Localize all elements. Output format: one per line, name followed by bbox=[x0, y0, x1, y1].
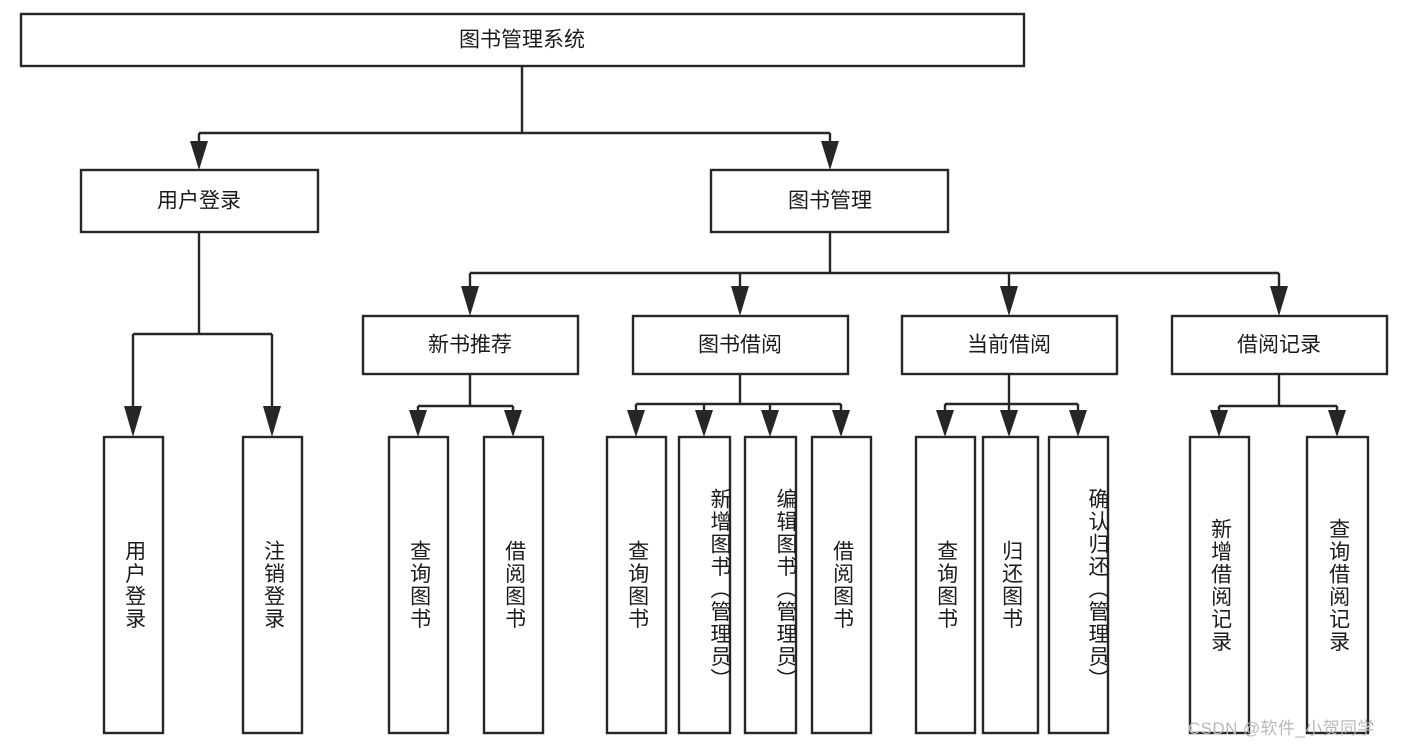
arrowhead-cb-3 bbox=[1069, 410, 1087, 437]
leaf-box-cb-return-book[interactable] bbox=[981, 435, 1040, 735]
leaf-box-bb-add-book[interactable] bbox=[677, 435, 732, 735]
leaf-box-cb-query-book[interactable] bbox=[914, 435, 977, 735]
current-borrow-label: 当前借阅 bbox=[967, 334, 1051, 357]
arrowhead-cb-2 bbox=[1000, 410, 1018, 437]
arrowhead-bb-3 bbox=[761, 410, 779, 437]
arrowhead-bb-2 bbox=[695, 410, 713, 437]
leaf-box-bb-borrow-book[interactable] bbox=[810, 435, 873, 735]
node-current-borrow[interactable]: 当前借阅 bbox=[900, 314, 1119, 376]
arrowhead-l2-1 bbox=[461, 286, 479, 316]
leaf-box-bb-query-book[interactable] bbox=[605, 435, 668, 735]
current-borrow-box bbox=[900, 314, 1119, 376]
leaf-box-logout[interactable] bbox=[241, 435, 304, 735]
arrowhead-ul-leaf1 bbox=[124, 406, 142, 437]
arrowhead-bb-1 bbox=[627, 410, 645, 437]
arrowhead-l2-3 bbox=[1000, 286, 1018, 316]
new-book-recommend-box bbox=[361, 314, 580, 376]
book-manage-box bbox=[709, 168, 950, 234]
node-borrow-record[interactable]: 借阅记录 bbox=[1170, 314, 1389, 376]
arrowhead-user-login bbox=[190, 141, 208, 170]
arrowhead-bb-4 bbox=[832, 410, 850, 437]
leaf-box-user-login[interactable] bbox=[102, 435, 165, 735]
watermark-text: CSDN @软件_小贺同学 bbox=[1188, 719, 1375, 738]
node-book-manage[interactable]: 图书管理 bbox=[709, 168, 950, 234]
node-book-borrow[interactable]: 图书借阅 bbox=[631, 314, 850, 376]
arrowhead-l2-2 bbox=[731, 286, 749, 316]
node-new-book-recommend[interactable]: 新书推荐 bbox=[361, 314, 580, 376]
arrowhead-ul-leaf2 bbox=[263, 406, 281, 437]
leaf-box-bb-edit-book[interactable] bbox=[743, 435, 798, 735]
arrowhead-nbr-2 bbox=[504, 410, 522, 437]
arrowhead-br-1 bbox=[1210, 410, 1228, 437]
arrowhead-l2-4 bbox=[1270, 286, 1288, 316]
root-box bbox=[19, 12, 1026, 68]
node-root[interactable]: 图书管理系统 bbox=[19, 12, 1026, 68]
leaf-box-br-query-record[interactable] bbox=[1305, 435, 1370, 735]
borrow-record-box bbox=[1170, 314, 1389, 376]
leaf-box-cb-confirm-return[interactable] bbox=[1047, 435, 1110, 735]
new-book-recommend-label: 新书推荐 bbox=[428, 334, 512, 357]
user-login-label: 用户登录 bbox=[157, 190, 241, 213]
arrowhead-br-2 bbox=[1328, 410, 1346, 437]
root-label: 图书管理系统 bbox=[459, 29, 585, 52]
borrow-record-label: 借阅记录 bbox=[1237, 334, 1321, 357]
leaf-box-br-add-record[interactable] bbox=[1188, 435, 1251, 735]
arrowhead-nbr-1 bbox=[409, 410, 427, 437]
leaf-box-nbr-query-book[interactable] bbox=[387, 435, 450, 735]
book-borrow-label: 图书借阅 bbox=[698, 334, 782, 357]
book-borrow-box bbox=[631, 314, 850, 376]
leaf-box-nbr-borrow-book[interactable] bbox=[482, 435, 545, 735]
arrowhead-cb-1 bbox=[936, 410, 954, 437]
arrowhead-book-manage bbox=[821, 141, 839, 170]
node-user-login[interactable]: 用户登录 bbox=[79, 168, 320, 234]
book-manage-label: 图书管理 bbox=[788, 190, 872, 213]
